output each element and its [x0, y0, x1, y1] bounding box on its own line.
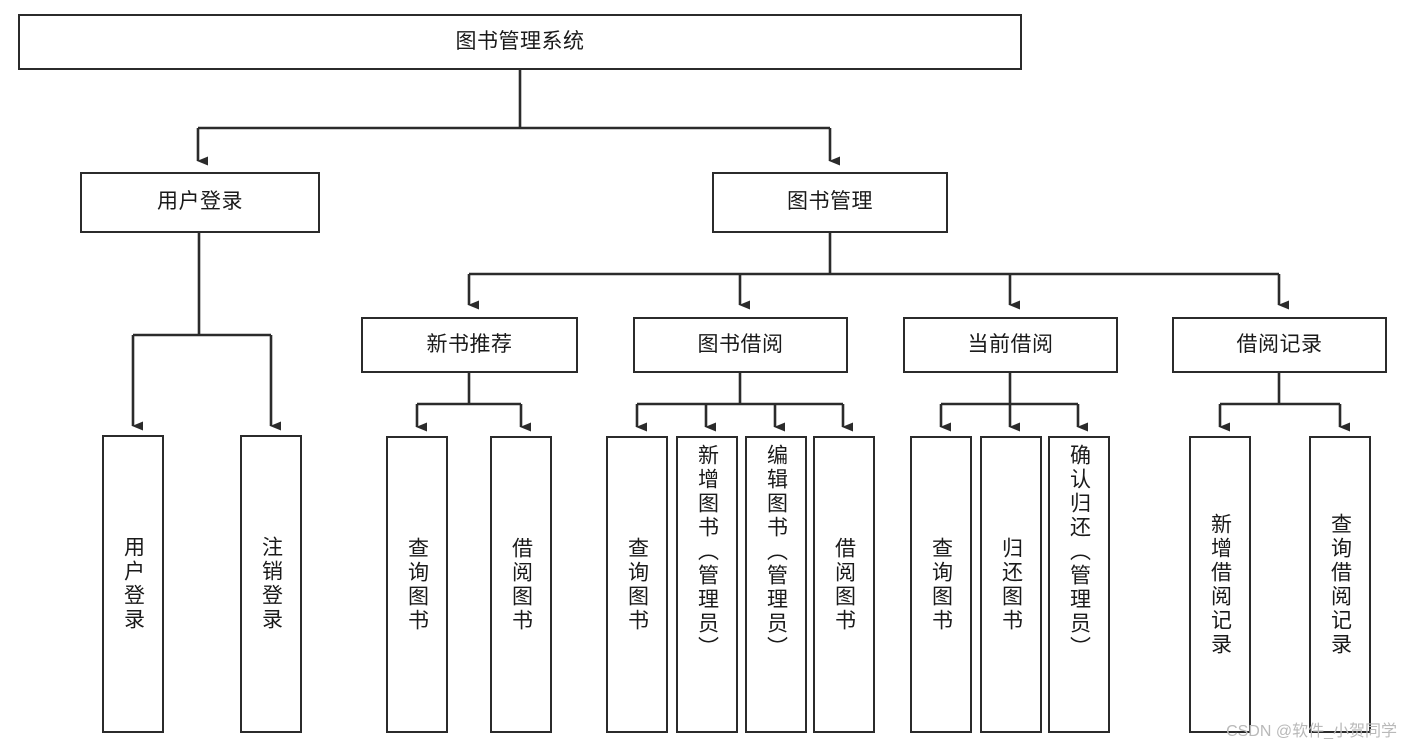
node-leaf-edit-book-label: 编辑图书（管理员）: [764, 444, 788, 660]
node-book-manage-label: 图书管理: [787, 190, 873, 214]
node-leaf-user-login[interactable]: 用户登录: [102, 435, 164, 733]
node-leaf-query-book-1[interactable]: 查询图书: [386, 436, 448, 733]
node-leaf-add-book[interactable]: 新增图书（管理员）: [676, 436, 738, 733]
node-leaf-user-logout[interactable]: 注销登录: [240, 435, 302, 733]
node-leaf-borrow-book-1[interactable]: 借阅图书: [490, 436, 552, 733]
node-leaf-query-book-3-label: 查询图书: [929, 536, 953, 633]
node-leaf-edit-book[interactable]: 编辑图书（管理员）: [745, 436, 807, 733]
node-leaf-add-record[interactable]: 新增借阅记录: [1189, 436, 1251, 733]
node-leaf-add-record-label: 新增借阅记录: [1208, 512, 1232, 657]
node-book-manage[interactable]: 图书管理: [712, 172, 948, 233]
csdn-watermark: CSDN @软件_小贺同学: [1226, 723, 1397, 740]
node-user-login[interactable]: 用户登录: [80, 172, 320, 233]
node-leaf-add-book-label: 新增图书（管理员）: [695, 444, 719, 660]
node-new-book-recommend-label: 新书推荐: [426, 332, 513, 356]
node-leaf-confirm-return[interactable]: 确认归还（管理员）: [1048, 436, 1110, 733]
node-leaf-confirm-return-label: 确认归还（管理员）: [1067, 444, 1091, 660]
node-leaf-return-book-label: 归还图书: [999, 536, 1023, 633]
node-root-label: 图书管理系统: [455, 29, 585, 53]
node-user-login-label: 用户登录: [157, 190, 243, 214]
node-leaf-borrow-book-1-label: 借阅图书: [509, 536, 533, 633]
node-leaf-user-login-label: 用户登录: [121, 536, 145, 632]
node-book-borrow-label: 图书借阅: [697, 332, 784, 356]
node-leaf-query-book-1-label: 查询图书: [405, 536, 429, 633]
node-leaf-query-book-3[interactable]: 查询图书: [910, 436, 972, 733]
node-leaf-borrow-book-2[interactable]: 借阅图书: [813, 436, 875, 733]
node-leaf-query-book-2[interactable]: 查询图书: [606, 436, 668, 733]
node-borrow-record[interactable]: 借阅记录: [1172, 317, 1387, 373]
node-leaf-user-logout-label: 注销登录: [259, 536, 283, 632]
node-current-borrow[interactable]: 当前借阅: [903, 317, 1118, 373]
node-leaf-query-book-2-label: 查询图书: [625, 536, 649, 633]
node-leaf-return-book[interactable]: 归还图书: [980, 436, 1042, 733]
node-root[interactable]: 图书管理系统: [18, 14, 1022, 70]
node-leaf-query-record[interactable]: 查询借阅记录: [1309, 436, 1371, 733]
node-borrow-record-label: 借阅记录: [1236, 332, 1323, 356]
node-leaf-borrow-book-2-label: 借阅图书: [832, 536, 856, 633]
node-book-borrow[interactable]: 图书借阅: [633, 317, 848, 373]
node-new-book-recommend[interactable]: 新书推荐: [361, 317, 578, 373]
node-leaf-query-record-label: 查询借阅记录: [1328, 512, 1352, 657]
node-current-borrow-label: 当前借阅: [967, 332, 1054, 356]
